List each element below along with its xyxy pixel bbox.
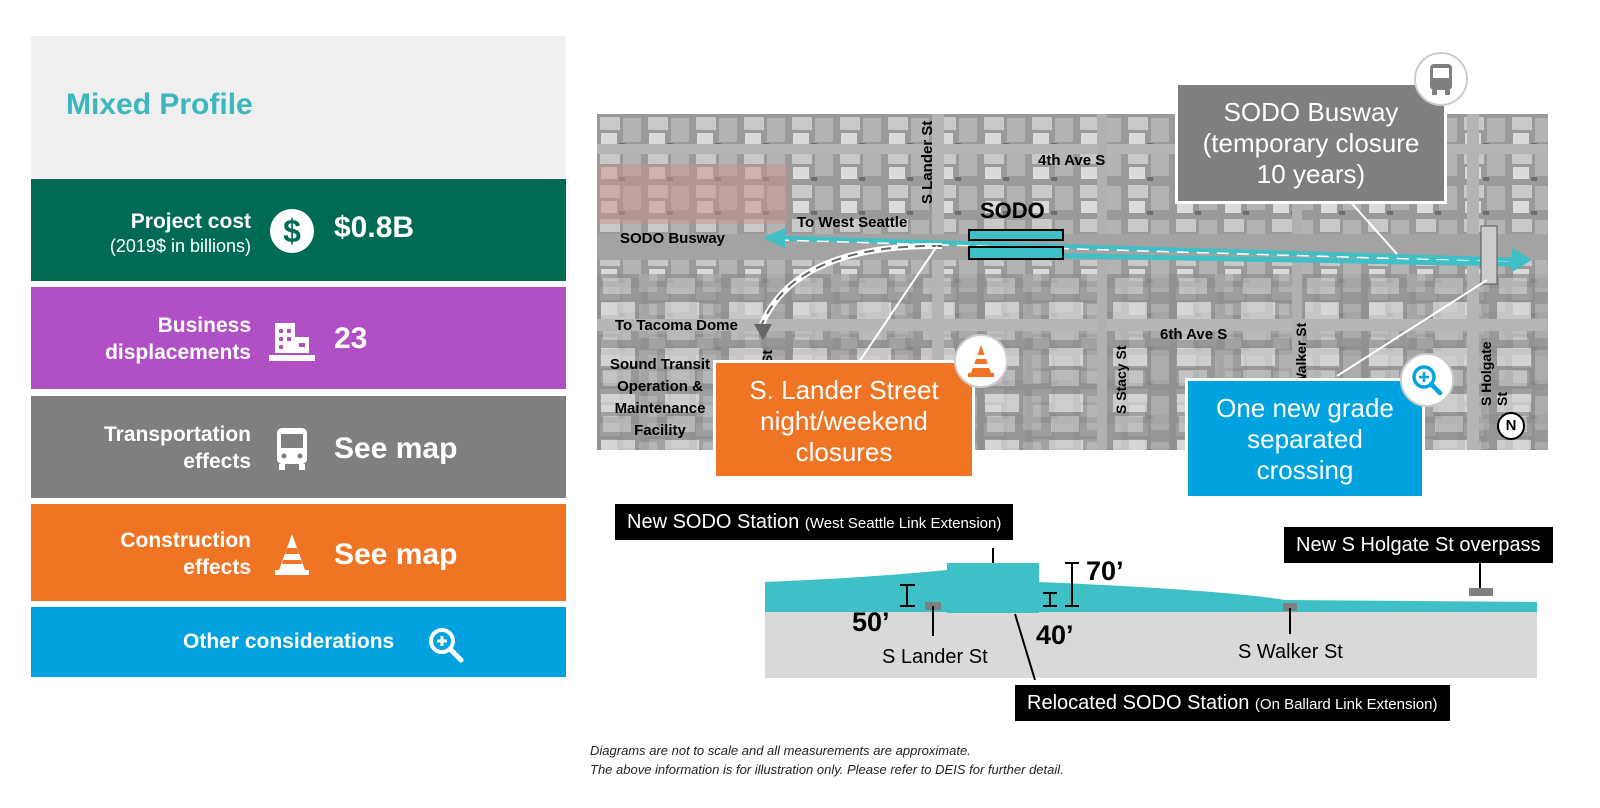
bus-icon — [277, 428, 307, 470]
disclaimer-line1: Diagrams are not to scale and all measur… — [590, 743, 971, 758]
callout-busway: SODO Busway (temporary closure 10 years) — [1175, 82, 1447, 204]
place-sodo: SODO — [980, 198, 1045, 223]
transportation-effects-value: See map — [334, 432, 458, 465]
lander-cone-icon — [954, 334, 1008, 388]
building-icon — [269, 323, 315, 361]
street-6th-ave: 6th Ave S — [1160, 326, 1228, 343]
construction-label-line2: effects — [183, 556, 251, 579]
facility-line2: Operation & — [617, 378, 703, 395]
construction-label-line1: Construction — [120, 529, 251, 552]
construction-effects-row: Construction effects See map — [31, 504, 566, 601]
dollar-icon: $ — [270, 209, 314, 253]
business-displacements-label: Business displacements — [105, 312, 251, 366]
label-holgate-overpass: New S Holgate St overpass — [1284, 527, 1553, 563]
place-to-west-seattle: To West Seattle — [797, 214, 908, 231]
construction-effects-label: Construction effects — [120, 527, 251, 581]
svg-text:$: $ — [283, 213, 301, 249]
zoom-icon — [429, 628, 464, 663]
street-walker: Walker St — [1293, 322, 1309, 386]
place-om-facility: Sound Transit Operation & Maintenance Fa… — [607, 354, 713, 442]
relocated-station-sub: (On Ballard Link Extension) — [1254, 696, 1438, 713]
diagram-street-lander: S Lander St — [882, 646, 988, 668]
busway-bus-icon — [1414, 52, 1468, 106]
crossing-line1: One new grade — [1216, 393, 1394, 423]
crossing-line3: crossing — [1256, 455, 1354, 485]
project-cost-label: Project cost (2019$ in billions) — [110, 208, 251, 257]
north-arrow-icon: N — [1497, 412, 1525, 440]
busway-line1: SODO Busway — [1223, 97, 1399, 127]
transportation-effects-label: Transportation effects — [104, 421, 251, 475]
dim-50ft: 50’ — [852, 607, 890, 637]
transportation-effects-row: Transportation effects See map — [31, 396, 566, 498]
business-label-line2: displacements — [105, 341, 251, 364]
place-sodo-busway: SODO Busway — [620, 230, 726, 247]
project-cost-label-sub: (2019$ in billions) — [109, 236, 251, 256]
street-s-stacy: S Stacy St — [1113, 345, 1129, 414]
facility-line4: Facility — [634, 422, 686, 439]
project-cost-row: Project cost (2019$ in billions) $ $0.8B — [31, 179, 566, 281]
disclaimer-line2: The above information is for illustratio… — [590, 762, 1064, 777]
new-station-main: New SODO Station — [627, 511, 800, 533]
other-considerations-label: Other considerations — [183, 630, 395, 653]
street-4th-ave: 4th Ave S — [1038, 152, 1106, 169]
facility-line3: Maintenance — [614, 400, 706, 417]
street-s-lander-top: S Lander St — [919, 120, 936, 204]
business-displacements-row: Business displacements 23 — [31, 287, 566, 389]
lander-line2: night/weekend — [760, 406, 928, 436]
new-station-sub: (West Seattle Link Extension) — [804, 515, 1002, 532]
profile-diagram — [765, 548, 1537, 680]
label-relocated-sodo-station: Relocated SODO Station (On Ballard Link … — [1015, 685, 1450, 721]
business-displacements-value: 23 — [334, 322, 368, 355]
project-cost-value: $0.8B — [334, 211, 415, 244]
place-to-tacoma-dome: To Tacoma Dome — [615, 317, 738, 334]
dim-40ft: 40’ — [1036, 620, 1074, 650]
cone-icon — [275, 534, 309, 575]
diagram-street-walker: S Walker St — [1238, 641, 1343, 663]
project-cost-label-main: Project cost — [130, 210, 251, 233]
busway-line2: (temporary closure — [1202, 128, 1420, 158]
construction-effects-value: See map — [334, 538, 458, 571]
transportation-label-line2: effects — [183, 450, 251, 473]
label-new-sodo-station: New SODO Station (West Seattle Link Exte… — [615, 504, 1014, 540]
other-considerations-row[interactable]: Other considerations — [31, 607, 566, 677]
street-s-holgate: S Holgate St — [1478, 341, 1510, 406]
crossing-line2: separated — [1247, 424, 1363, 454]
transportation-label-line1: Transportation — [103, 423, 251, 446]
facility-line1: Sound Transit — [609, 356, 710, 373]
business-label-line1: Business — [157, 314, 251, 337]
busway-line3: 10 years) — [1256, 159, 1366, 189]
lander-line1: S. Lander Street — [749, 375, 939, 405]
crossing-zoom-icon — [1400, 353, 1454, 407]
dim-70ft: 70’ — [1086, 556, 1124, 586]
profile-title: Mixed Profile — [66, 88, 253, 121]
profile-title-box: Mixed Profile — [31, 36, 566, 178]
callout-grade-crossing: One new grade separated crossing — [1185, 378, 1425, 499]
relocated-station-main: Relocated SODO Station — [1027, 692, 1250, 714]
lander-line3: closures — [795, 437, 893, 467]
callout-lander-closures: S. Lander Street night/weekend closures — [713, 360, 975, 479]
